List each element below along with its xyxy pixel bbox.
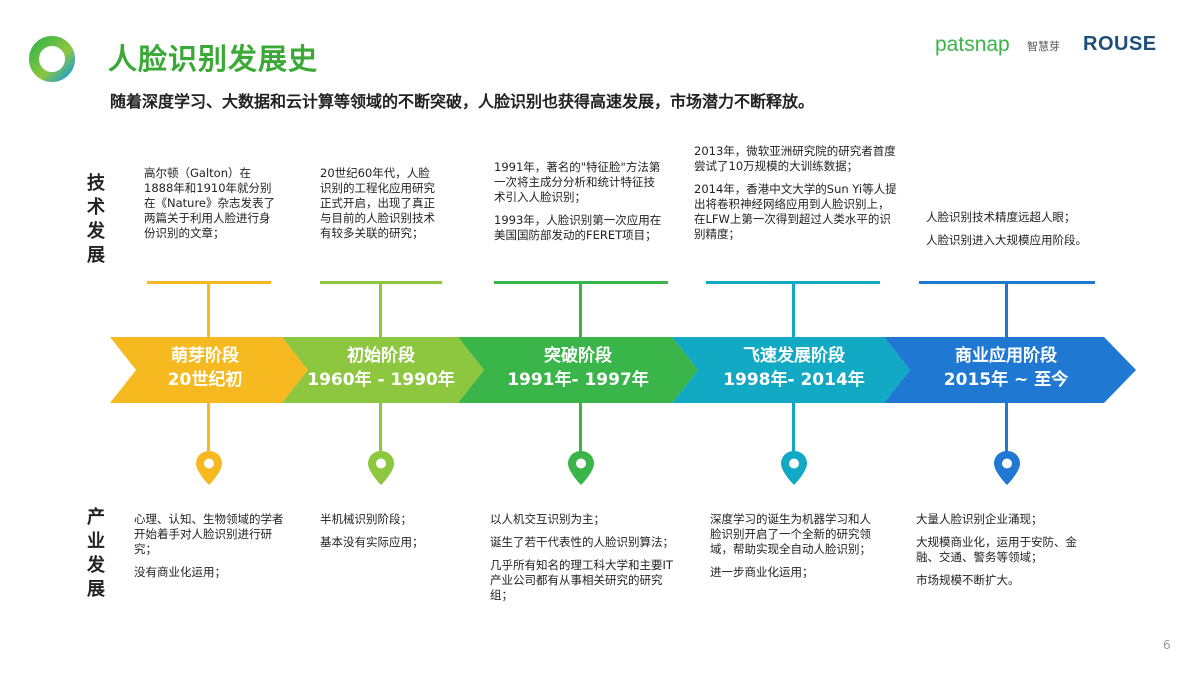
connector-bottom-stage5 — [1005, 402, 1008, 454]
tech-bar-stage2 — [320, 281, 442, 284]
page-title: 人脸识别发展史 — [108, 42, 319, 76]
tech-bar-stage4 — [706, 281, 880, 284]
tech-block-stage5: 人脸识别技术精度远超人眼； 人脸识别进入大规模应用阶段。 — [926, 210, 1087, 247]
page-number: 6 — [1163, 638, 1171, 652]
patsnap-logo: patsnap — [935, 33, 1010, 56]
connector-top-stage2 — [379, 284, 382, 338]
rouse-logo: ROUSE — [1083, 33, 1157, 55]
tech-block-stage4: 2013年，微软亚洲研究院的研究者首度尝试了10万规模的大训练数据； 2014年… — [694, 144, 897, 241]
map-pin-icon — [781, 451, 807, 485]
industry-block-stage2: 半机械识别阶段； 基本没有实际应用； — [320, 512, 424, 549]
industry-block-stage4: 深度学习的诞生为机器学习和人脸识别开启了一个全新的研究领域，帮助实现全自动人脸识… — [710, 512, 871, 579]
connector-top-stage4 — [792, 284, 795, 338]
map-pin-icon — [196, 451, 222, 485]
page-subtitle: 随着深度学习、大数据和云计算等领域的不断突破，人脸识别也获得高速发展，市场潜力不… — [110, 92, 815, 111]
map-pin-icon — [568, 451, 594, 485]
connector-bottom-stage3 — [579, 402, 582, 454]
map-pin-icon — [368, 451, 394, 485]
logo-ring-icon — [29, 36, 75, 82]
industry-block-stage3: 以人机交互识别为主； 诞生了若干代表性的人脸识别算法； 几乎所有知名的理工科大学… — [490, 512, 674, 602]
connector-bottom-stage4 — [792, 402, 795, 454]
connector-bottom-stage1 — [207, 402, 210, 454]
industry-row-label: 产业发展 — [87, 507, 105, 600]
tech-bar-stage1 — [147, 281, 271, 284]
tech-block-stage3: 1991年，著名的"特征脸"方法第一次将主成分分析和统计特征技术引入人脸识别； … — [494, 160, 662, 242]
map-pin-icon — [994, 451, 1020, 485]
tech-block-stage2: 20世纪60年代，人脸识别的工程化应用研究正式开启，出现了真正与目前的人脸识别技… — [320, 166, 435, 240]
connector-top-stage5 — [1005, 284, 1008, 338]
industry-block-stage1: 心理、认知、生物领域的学者开始着手对人脸识别进行研究； 没有商业化运用； — [134, 512, 284, 579]
tech-bar-stage3 — [494, 281, 668, 284]
patsnap-logo-cn: 智慧芽 — [1027, 40, 1060, 53]
connector-top-stage3 — [579, 284, 582, 338]
industry-block-stage5: 大量人脸识别企业涌现； 大规模商业化，运用于安防、金融、交通、警务等领域； 市场… — [916, 512, 1077, 587]
connector-top-stage1 — [207, 284, 210, 338]
tech-row-label: 技术发展 — [87, 173, 105, 266]
tech-block-stage1: 高尔顿（Galton）在1888年和1910年就分别在《Nature》杂志发表了… — [144, 166, 275, 240]
connector-bottom-stage2 — [379, 402, 382, 454]
tech-bar-stage5 — [919, 281, 1095, 284]
